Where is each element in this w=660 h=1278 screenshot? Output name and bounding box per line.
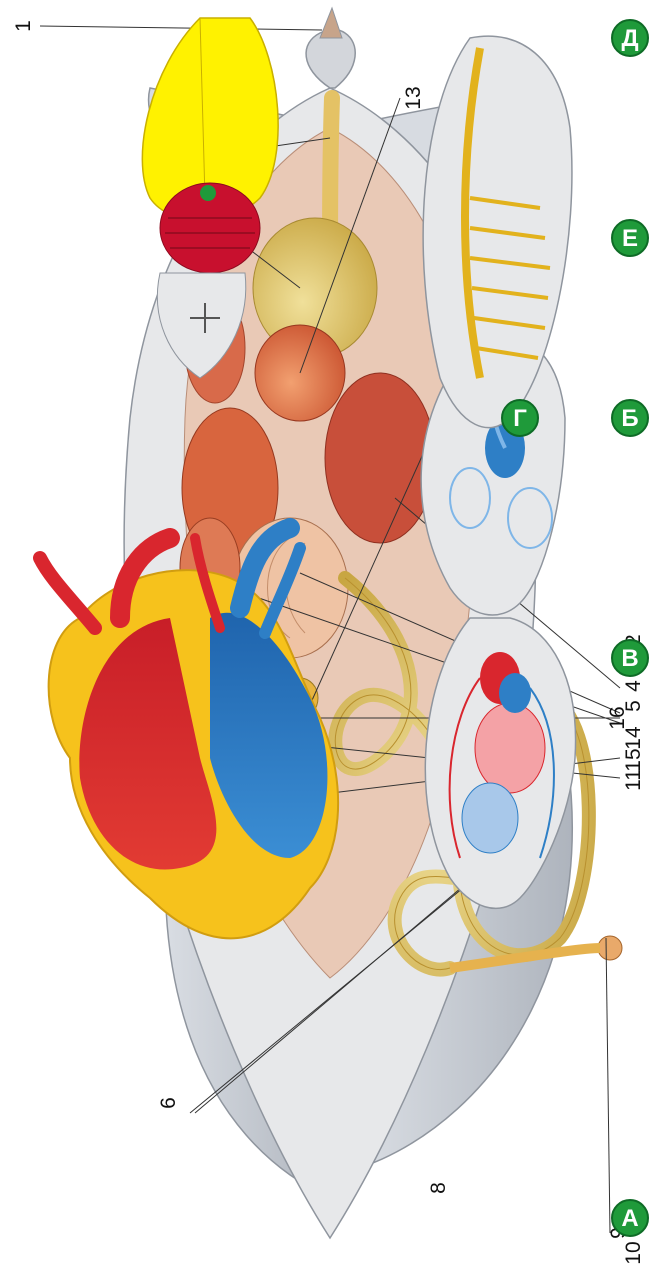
optic-lobe: [200, 185, 216, 201]
callout-6: 6: [157, 1097, 180, 1109]
badge-d: Д: [612, 20, 648, 56]
callout-10: 10: [622, 1241, 645, 1264]
badge-v-label: В: [621, 645, 638, 672]
callout-4: 4: [622, 680, 645, 692]
callout-15: 15: [622, 748, 645, 771]
lung-left-v: [475, 703, 545, 793]
badge-b: Б: [612, 400, 648, 436]
badge-a: А: [612, 1200, 648, 1236]
heart-v-blue: [499, 673, 531, 713]
callout-1: 1: [12, 20, 35, 32]
badge-g: Г: [502, 400, 538, 436]
callout-8: 8: [427, 1182, 450, 1194]
badge-g-label: Г: [513, 405, 527, 432]
cloaca: [598, 936, 622, 960]
badge-v: В: [612, 640, 648, 676]
lung-right-v: [462, 783, 518, 853]
badge-e-label: Е: [622, 225, 638, 252]
badge-b-label: Б: [621, 405, 638, 432]
badge-e: Е: [612, 220, 648, 256]
callout-11: 11: [622, 769, 645, 791]
badge-d-label: Д: [621, 25, 638, 52]
callout-16: 16: [606, 706, 629, 729]
badge-a-label: А: [621, 1205, 638, 1232]
callout-13: 13: [402, 86, 425, 109]
beak: [320, 8, 342, 38]
artery-branch: [40, 558, 95, 628]
